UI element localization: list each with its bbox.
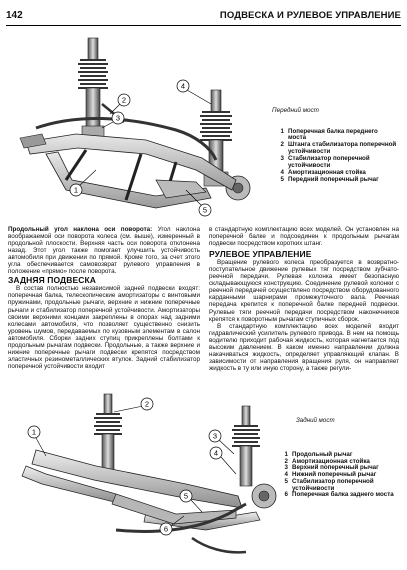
callout-1: 1 — [74, 186, 78, 195]
header-rule — [6, 25, 401, 26]
lower-arm — [111, 493, 237, 525]
lower-control-arm — [155, 179, 207, 199]
chapter-title: ПОДВЕСКА И РУЛЕВОЕ УПРАВЛЕНИЕ — [219, 10, 401, 21]
rear-legend: Задний мост — [296, 417, 400, 431]
rear-callout-5: 5 — [184, 492, 188, 501]
rear-suspension-body: В состав полностью независимой задней по… — [8, 285, 200, 370]
rear-stabilizer-bar — [115, 502, 247, 533]
rear-suspension-heading: ЗАДНЯЯ ПОДВЕСКА — [8, 275, 96, 286]
rear-callout-1: 1 — [32, 428, 36, 437]
rear-callout-leaders — [35, 405, 237, 526]
rear-left-shock — [94, 393, 122, 471]
rear-stabilizer-foot — [191, 536, 247, 554]
page-number: 142 — [6, 10, 23, 21]
front-axle-illustration: 1 2 3 4 5 — [19, 37, 251, 217]
left-strut — [78, 37, 108, 141]
rear-callout-4: 4 — [214, 449, 218, 458]
rear-right-shock — [232, 405, 277, 509]
callout-3: 3 — [116, 114, 120, 123]
callout-markers: 1 2 3 4 5 — [69, 79, 212, 217]
rear-callout-markers: 1 2 3 4 5 6 — [27, 397, 223, 536]
left-text-column: Продольный угол наклона оси поворота: Уг… — [8, 226, 200, 370]
intro-paragraph: Продольный угол наклона оси поворота: Уг… — [8, 226, 201, 276]
front-axle-figure: 1 2 3 4 5 — [6, 30, 256, 220]
rear-callout-3: 3 — [213, 432, 217, 441]
stabilizer-bar — [35, 116, 218, 161]
rear-axle-figure: 1 2 3 4 5 6 — [6, 384, 296, 566]
callout-leaders — [78, 89, 212, 207]
right-text-column: в стандартную комплектацию всех моделей.… — [209, 226, 399, 372]
page-header: 142 ПОДВЕСКА И РУЛЕВОЕ УПРАВЛЕНИЕ — [6, 10, 401, 24]
steering-paragraph-2: В стандартную комплектацию всех моделей … — [209, 322, 399, 372]
rear-callout-6: 6 — [164, 525, 168, 534]
callout-2: 2 — [122, 96, 126, 105]
rear-axle-illustration: 1 2 3 4 5 6 — [21, 393, 277, 554]
rear-callout-2: 2 — [145, 400, 149, 409]
steering-paragraph-1: Вращение рулевого колеса преобразуется в… — [209, 259, 399, 323]
callout-4: 4 — [181, 82, 185, 91]
continuation-paragraph: в стандартную комплектацию всех моделей.… — [209, 226, 399, 248]
front-caption: Передний мост — [272, 107, 319, 114]
callout-5: 5 — [203, 206, 207, 215]
rear-caption: Задний мост — [296, 417, 335, 424]
steering-heading: РУЛЕВОЕ УПРАВЛЕНИЕ — [209, 249, 312, 260]
